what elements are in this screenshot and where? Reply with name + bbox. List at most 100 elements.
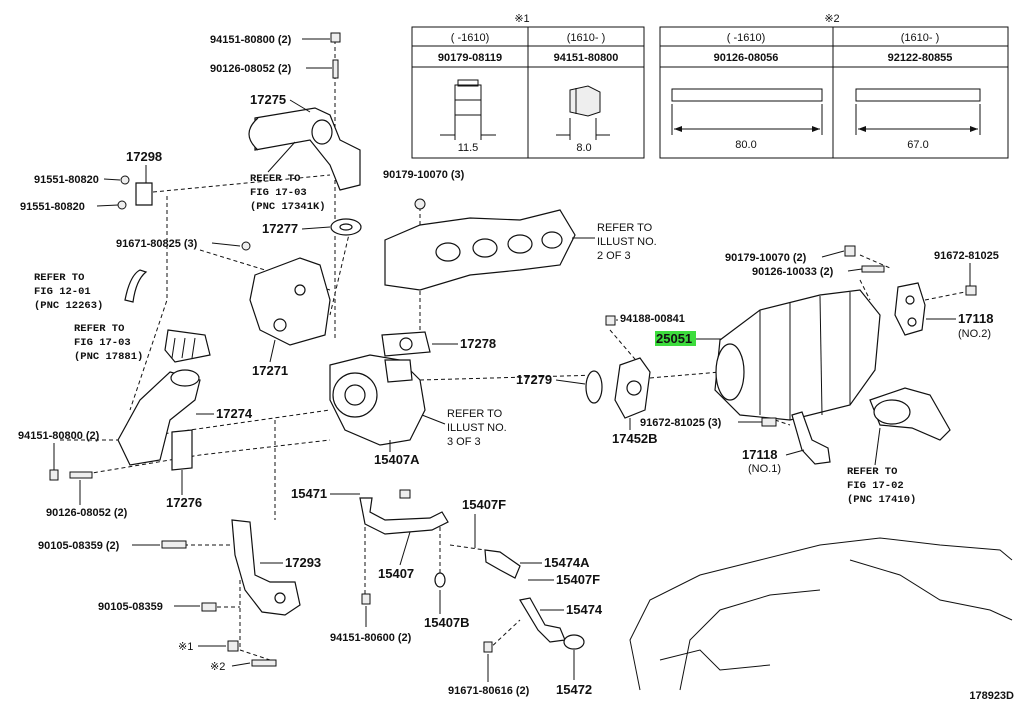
callout-39: 94151-80600 (2)	[330, 632, 412, 644]
callout-16: REFER TO	[74, 323, 124, 335]
bolt-icon	[201, 602, 217, 612]
callout-30: 3 OF 3	[447, 436, 481, 448]
callout-57: 17118	[742, 447, 777, 462]
callout-3: 17275	[250, 92, 286, 107]
callout-34: 15407	[378, 566, 414, 581]
callout-45: ※1	[178, 641, 193, 653]
callout-36: 15407F	[556, 572, 600, 587]
gasket-17277	[330, 218, 362, 236]
table1-header-2: (1610- )	[567, 32, 606, 44]
nut-icon	[227, 640, 239, 652]
ring-17279	[585, 370, 603, 404]
callout-48: 17452B	[612, 431, 658, 446]
callout-22: 90126-08052 (2)	[46, 507, 128, 519]
callout-28: REFER TO	[447, 408, 503, 420]
stud-bolt-80-icon	[671, 88, 823, 135]
callout-8: FIG 17-03	[250, 187, 307, 199]
callout-13: REFER TO	[34, 272, 84, 284]
callout-35: 15474A	[544, 555, 590, 570]
stud-bolt-67-icon	[855, 88, 981, 135]
stud-icon	[861, 265, 885, 273]
gasket-17278	[381, 331, 431, 357]
callout-18: (PNC 17881)	[74, 351, 143, 363]
callout-23: 17276	[166, 495, 202, 510]
callout-40: 91671-80616 (2)	[448, 685, 530, 697]
callout-51: 90179-10070 (2)	[725, 252, 807, 264]
callout-12: 91671-80825 (3)	[116, 238, 198, 250]
callout-27: 17278	[460, 336, 496, 351]
table2-part-2: 92122-80855	[888, 52, 953, 64]
callout-60: FIG 17-02	[847, 480, 904, 492]
callout-11: 17277	[262, 221, 298, 236]
callout-21: 94151-80800 (2)	[18, 430, 100, 442]
hex-nut-icon	[556, 85, 610, 140]
callout-58: (NO.1)	[748, 463, 781, 475]
table2-mark: ※2	[824, 13, 839, 25]
bolt-icon	[414, 198, 426, 210]
gasket-17452B	[614, 357, 651, 419]
callout-17: FIG 17-03	[74, 337, 131, 349]
exhaust-pipe-17410	[869, 387, 951, 441]
callout-10: 90179-10070 (3)	[383, 169, 465, 181]
bracket-17293	[231, 519, 301, 616]
bolt-icon	[965, 285, 977, 296]
callout-44: 90105-08359	[98, 601, 163, 613]
callout-7: REFER TO	[250, 173, 300, 185]
gasket-17276	[171, 429, 193, 471]
callout-14: FIG 12-01	[34, 286, 91, 298]
table1-dim-1: 11.5	[458, 142, 479, 154]
engine-outline	[629, 537, 1013, 691]
callout-52: 90126-10033 (2)	[752, 266, 834, 278]
table2-header-2: (1610- )	[901, 32, 940, 44]
bolt-icon	[161, 540, 187, 549]
callout-15: (PNC 12263)	[34, 300, 103, 312]
catalytic-converter-25051	[714, 289, 881, 421]
table2-dim-2: 67.0	[907, 139, 928, 151]
bolt-icon	[761, 417, 777, 427]
stud-icon	[69, 471, 93, 479]
callout-41: 15472	[556, 682, 592, 697]
callout-53: 91672-81025	[934, 250, 999, 262]
nut-icon	[844, 245, 856, 257]
table1-part-1: 90179-08119	[438, 52, 502, 64]
bolt-icon	[399, 489, 411, 499]
flange-nut-icon	[440, 79, 496, 140]
callout-labels: 94151-80800 (2) 90126-08052 (2) 17275 17…	[18, 34, 999, 697]
nut-icon	[605, 315, 616, 326]
callout-38: 15407B	[424, 615, 470, 630]
table1-header-1: ( -1610)	[451, 32, 490, 44]
nut-icon	[49, 469, 59, 481]
callout-43: 17293	[285, 555, 321, 570]
callout-33: 15407F	[462, 497, 506, 512]
hose-12263	[124, 269, 148, 303]
table2-part-1: 90126-08056	[714, 52, 779, 64]
callout-29: ILLUST NO.	[447, 422, 507, 434]
callout-2: 90126-08052 (2)	[210, 63, 292, 75]
callout-59: REFER TO	[847, 466, 897, 478]
callout-26: 2 OF 3	[597, 250, 631, 262]
callout-50: 25051	[656, 331, 692, 346]
heat-insulator-17271	[241, 241, 331, 346]
callout-24: REFER TO	[597, 222, 653, 234]
stud-icon	[332, 59, 339, 79]
callout-9: (PNC 17341K)	[250, 201, 326, 213]
clamp-15407B	[434, 572, 446, 588]
turbo-outlet-elbow	[248, 107, 361, 191]
exhaust-manifold	[384, 209, 576, 291]
bracket-17298	[117, 175, 153, 210]
table2-dim-1: 80.0	[735, 139, 756, 151]
callout-47: 17279	[516, 372, 552, 387]
oil-pipe-15407	[359, 497, 449, 535]
oil-pipe-15474	[519, 597, 566, 643]
callout-46: ※2	[210, 661, 225, 673]
highlight-marker	[655, 331, 696, 346]
callout-5: 91551-80820	[34, 174, 99, 186]
callout-54: 17118	[958, 311, 993, 326]
callout-42: 90105-08359 (2)	[38, 540, 120, 552]
bolt-icon	[361, 593, 371, 605]
diagram-id: 178923D	[969, 690, 1014, 702]
callout-32: 15471	[291, 486, 327, 501]
table1-dim-2: 8.0	[576, 142, 591, 154]
callout-4: 17298	[126, 149, 162, 164]
